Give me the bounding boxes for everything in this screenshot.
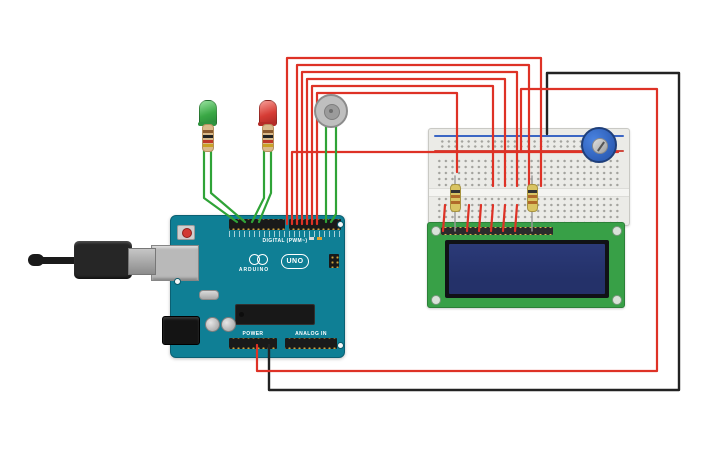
resistor-band (528, 201, 537, 204)
lcd-screen (449, 244, 605, 294)
piezo-buzzer[interactable] (314, 94, 348, 128)
analog-pin-header[interactable] (285, 338, 337, 349)
board-mounting-hole (174, 278, 181, 285)
resistor-band (203, 144, 213, 147)
usb-cable-cord[interactable] (40, 257, 78, 264)
digital-pin-labels (229, 231, 285, 237)
resistor-band (263, 130, 273, 133)
potentiometer-knob[interactable] (592, 138, 608, 154)
resistor-band (263, 135, 273, 138)
red-led-resistor[interactable] (262, 124, 274, 152)
resistor-band (528, 190, 537, 193)
green-led-resistor[interactable] (202, 124, 214, 152)
reset-button[interactable] (177, 225, 195, 240)
resistor-band (203, 135, 213, 138)
power-jack[interactable] (162, 316, 200, 345)
potentiometer[interactable] (581, 127, 617, 163)
potentiometer-slot (597, 141, 605, 152)
lcd-mounting-hole (431, 295, 441, 305)
resistor-band (451, 195, 460, 198)
breadboard-resistor-left[interactable] (450, 184, 461, 212)
wire-red-led-anode[interactable] (250, 138, 266, 224)
lcd-mounting-hole (612, 295, 622, 305)
power-pin-header[interactable] (229, 338, 277, 349)
smd-component (317, 237, 322, 240)
usb-plug-metal-collar (128, 248, 156, 275)
board-mounting-hole (337, 221, 344, 228)
arduino-model-badge: UNO (281, 254, 309, 269)
wire-green-led-cathode[interactable] (209, 138, 247, 224)
analog-header-label: ANALOG IN (295, 331, 327, 337)
arduino-uno[interactable]: DIGITAL (PWM~) ARDUINO UNO POWER ANALOG … (151, 215, 345, 358)
digital-pin-labels (289, 231, 341, 237)
resistor-band (203, 130, 213, 133)
piezo-hole (329, 109, 333, 113)
arduino-logo-icon (257, 254, 268, 265)
arduino-brand-label: ARDUINO (238, 267, 270, 273)
crystal-oscillator (199, 290, 219, 300)
microcontroller-chip (235, 304, 315, 325)
power-header-label: POWER (242, 331, 264, 337)
capacitor (221, 317, 236, 332)
resistor-band (203, 140, 213, 143)
usb-socket[interactable] (151, 245, 199, 281)
chip-notch (239, 312, 244, 317)
wire-green-led-anode[interactable] (202, 138, 239, 224)
board-mounting-hole (337, 342, 344, 349)
resistor-band (263, 144, 273, 147)
smd-component (309, 237, 314, 240)
breadboard-resistor-right[interactable] (527, 184, 538, 212)
digital-pin-header-right[interactable] (289, 219, 341, 230)
lcd-pin-header[interactable] (441, 227, 553, 235)
resistor-band (263, 140, 273, 143)
resistor-band (528, 195, 537, 198)
wire-red-led-cathode[interactable] (257, 138, 273, 224)
lcd-mounting-hole (431, 226, 441, 236)
capacitor (205, 317, 220, 332)
wire-piezo-negative[interactable] (329, 120, 338, 224)
lcd-screen-bezel (445, 240, 609, 298)
digital-pin-header-left[interactable] (229, 219, 285, 230)
digital-header-label: DIGITAL (PWM~) (262, 238, 308, 244)
reset-button-cap[interactable] (182, 228, 192, 238)
lcd-mounting-hole (612, 226, 622, 236)
lcd-display[interactable] (427, 222, 625, 308)
usb-plug[interactable] (74, 241, 132, 279)
icsp-header[interactable] (329, 254, 339, 268)
resistor-band (451, 201, 460, 204)
resistor-band (451, 190, 460, 193)
